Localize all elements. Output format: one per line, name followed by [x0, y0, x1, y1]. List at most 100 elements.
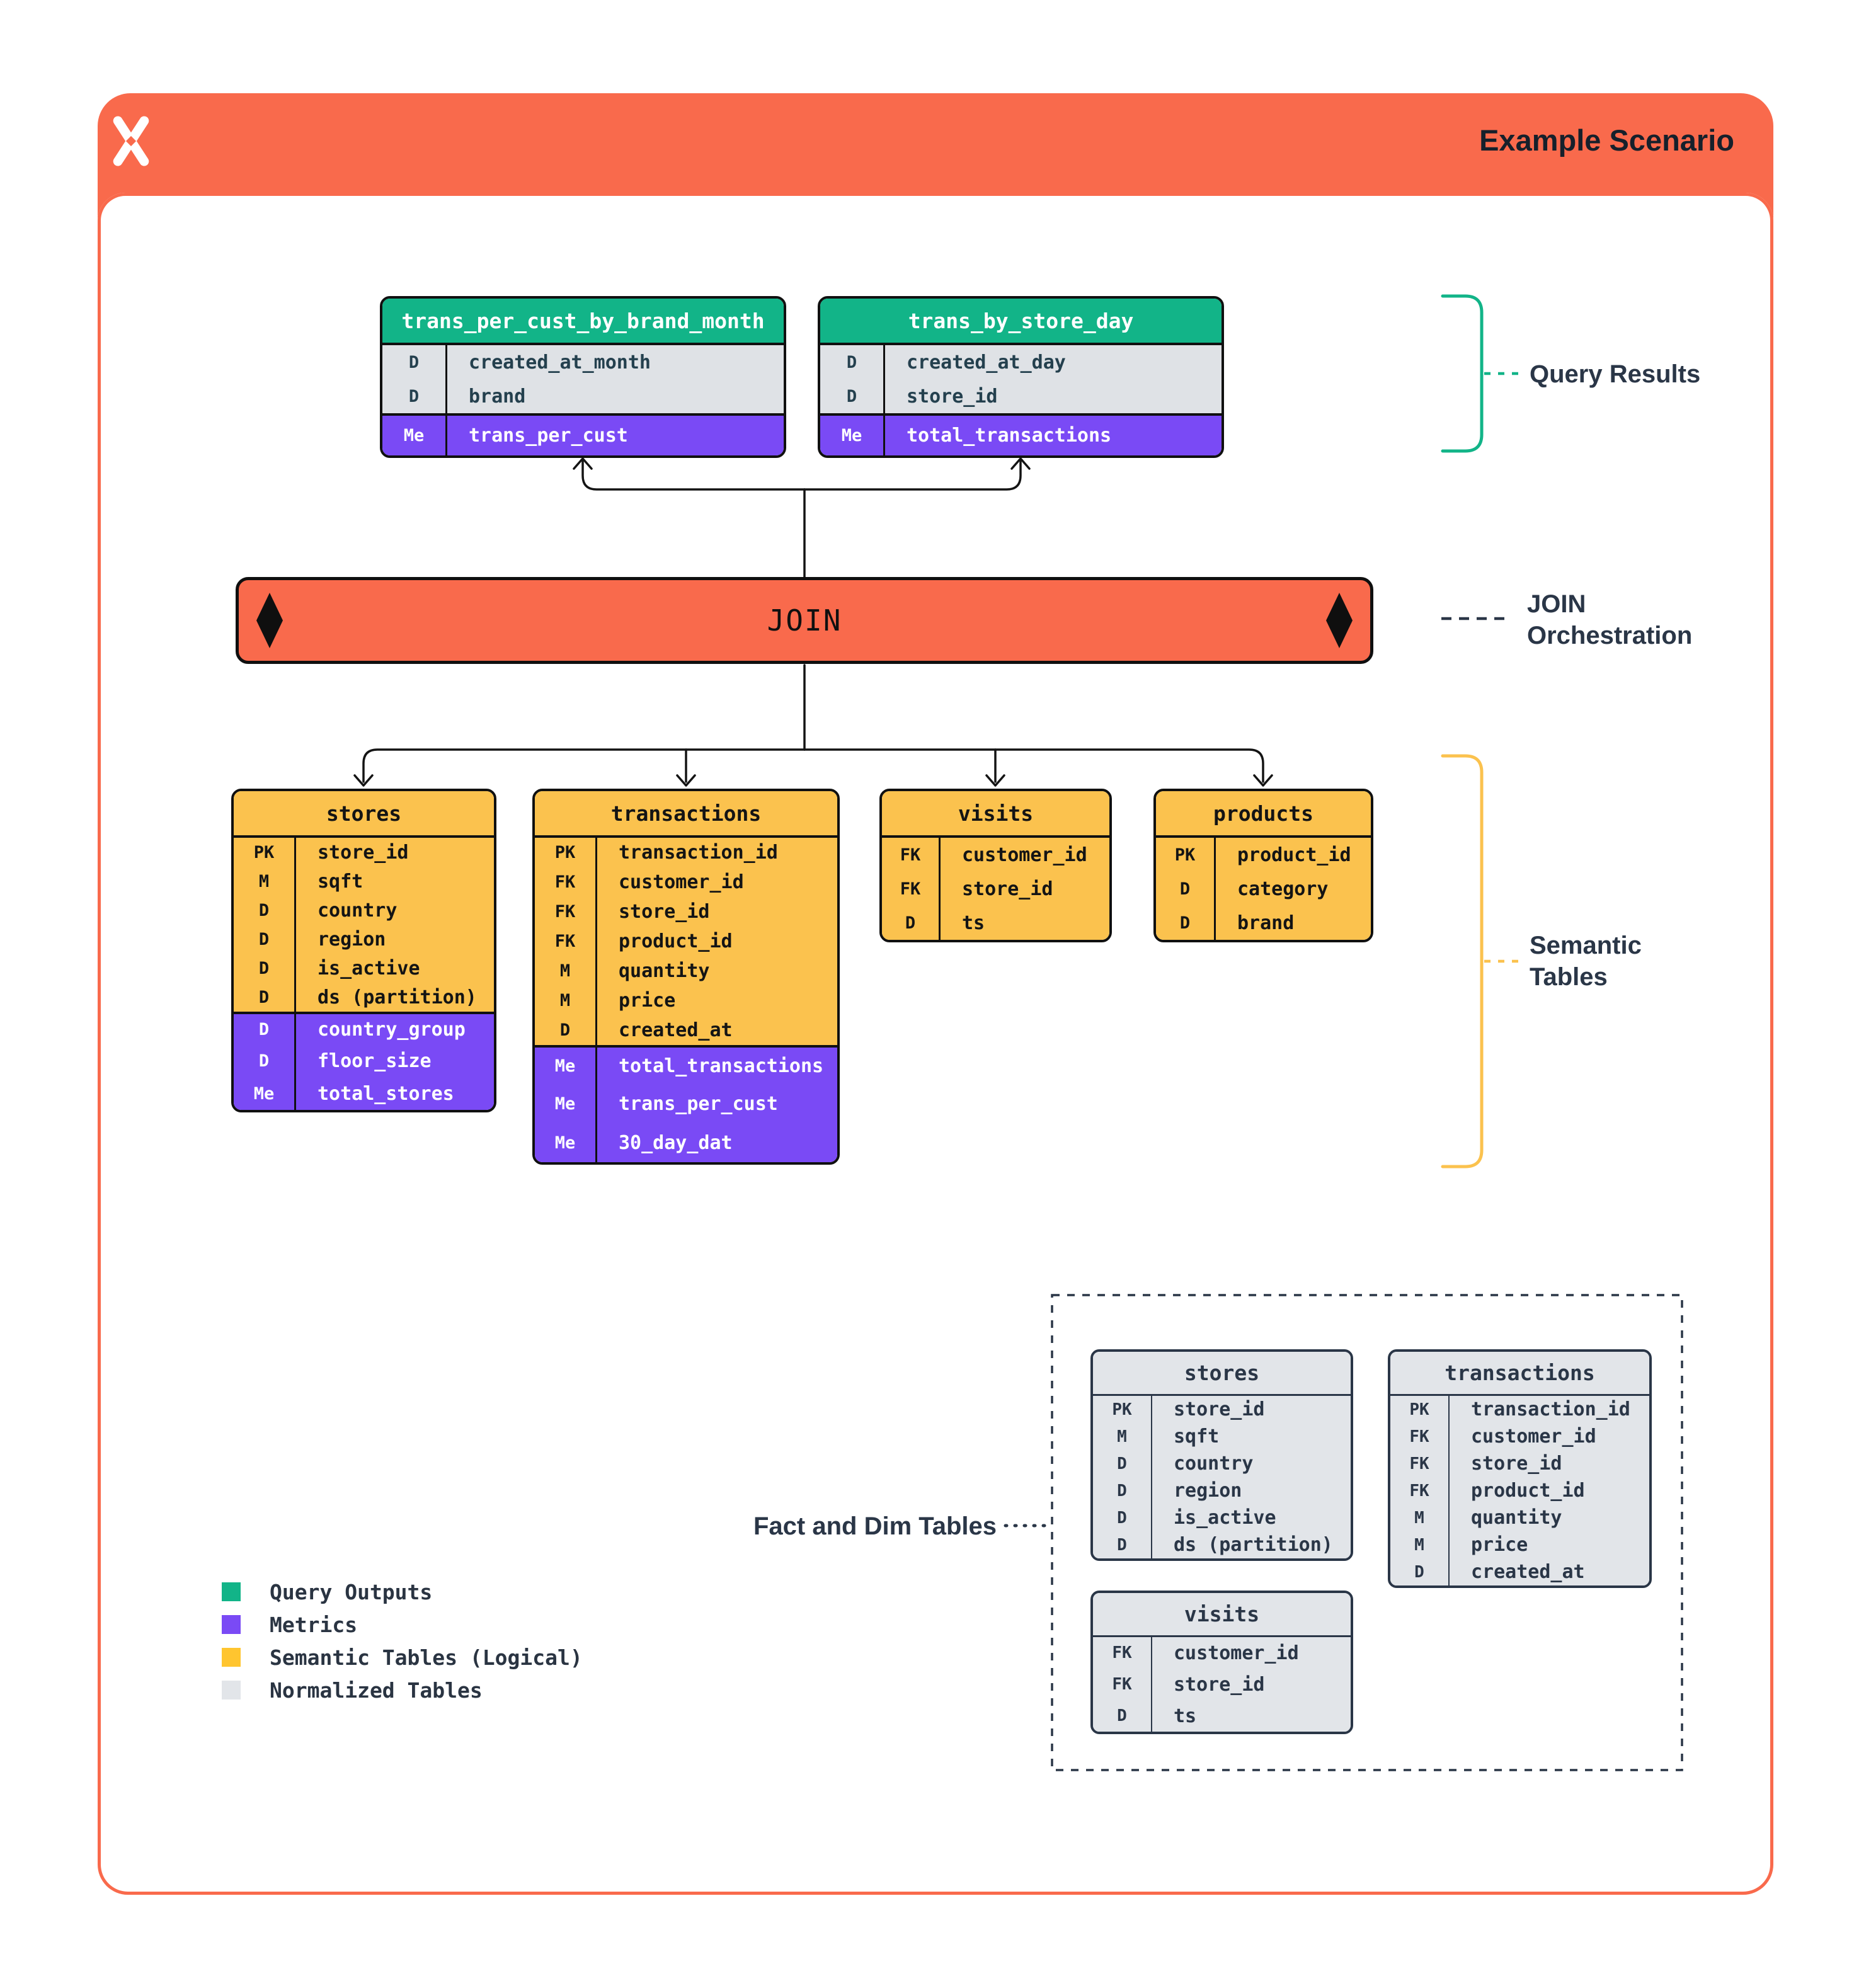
row-key: M	[535, 956, 597, 986]
row-field: created_at	[619, 1019, 733, 1041]
row-field: store_id	[962, 877, 1053, 900]
label-join-orchestration-line2: Orchestration	[1527, 622, 1693, 649]
row-key: PK	[1390, 1396, 1450, 1423]
row-key: FK	[1093, 1637, 1152, 1669]
row-field: country	[1174, 1453, 1254, 1475]
row-key: FK	[882, 872, 941, 906]
label-query-results: Query Results	[1530, 360, 1701, 388]
row-key: D	[234, 925, 296, 954]
row-field: created_at_month	[469, 351, 651, 374]
table-row: PK store_id	[1093, 1396, 1351, 1423]
row-key: M	[1390, 1531, 1450, 1558]
row-field: is_active	[1174, 1507, 1276, 1529]
table-row: PK transaction_id	[1390, 1396, 1649, 1423]
table-row: FK product_id	[535, 927, 837, 956]
table-title: products	[1156, 791, 1371, 838]
row-field: price	[1471, 1534, 1528, 1556]
label-semantic-tables: Semantic Tables	[1530, 930, 1642, 993]
row-key: PK	[1093, 1396, 1152, 1423]
table-row: Me trans_per_cust	[382, 413, 784, 455]
label-join-orchestration: JOIN Orchestration	[1527, 588, 1692, 651]
page-title: Example Scenario	[1479, 123, 1734, 157]
row-key: D	[382, 345, 447, 379]
row-field: category	[1237, 877, 1329, 900]
row-key: Me	[382, 416, 447, 455]
row-key: FK	[1390, 1450, 1450, 1477]
row-field: trans_per_cust	[469, 425, 628, 447]
table-row: FK customer_id	[535, 867, 837, 897]
legend-swatch	[222, 1582, 241, 1601]
row-key: FK	[535, 867, 597, 897]
row-key: M	[1093, 1423, 1152, 1450]
row-key: D	[382, 379, 447, 413]
row-field: is_active	[318, 957, 420, 980]
row-key: D	[1156, 906, 1216, 940]
row-key: D	[1093, 1450, 1152, 1477]
table-title: visits	[1093, 1593, 1351, 1637]
legend-item: Query Outputs	[222, 1579, 583, 1604]
table-title: stores	[1093, 1352, 1351, 1396]
row-key: D	[1093, 1531, 1152, 1558]
row-key: FK	[1390, 1477, 1450, 1504]
legend-item: Normalized Tables	[222, 1678, 583, 1703]
table-title: visits	[882, 791, 1109, 838]
legend-swatch	[222, 1648, 241, 1667]
row-field: customer_id	[619, 871, 744, 893]
row-key: M	[1390, 1504, 1450, 1531]
row-key: D	[535, 1015, 597, 1045]
label-fact-dim-tables: Fact and Dim Tables	[753, 1512, 997, 1540]
row-field: floor_size	[318, 1049, 432, 1072]
row-key: FK	[535, 927, 597, 956]
diamond-icon	[1326, 593, 1353, 648]
row-field: price	[619, 990, 676, 1012]
row-key: Me	[535, 1048, 597, 1084]
row-field: ts	[1174, 1705, 1197, 1727]
row-key: Me	[535, 1123, 597, 1162]
row-field: ts	[962, 911, 985, 934]
row-field: transaction_id	[619, 842, 778, 864]
legend-item: Semantic Tables (Logical)	[222, 1645, 583, 1670]
join-bar: JOIN	[236, 577, 1373, 664]
row-key: D	[1390, 1558, 1450, 1585]
legend-label: Query Outputs	[270, 1579, 433, 1604]
row-field: transaction_id	[1471, 1398, 1630, 1420]
row-key: D	[234, 983, 296, 1012]
row-field: store_id	[907, 385, 998, 408]
row-field: product_id	[619, 930, 733, 952]
table-row: FK store_id	[882, 872, 1109, 906]
row-key: D	[1093, 1477, 1152, 1504]
label-semantic-tables-line1: Semantic	[1530, 932, 1642, 959]
row-key: D	[1156, 872, 1216, 906]
row-key: Me	[234, 1077, 296, 1110]
row-field: store_id	[1174, 1398, 1265, 1420]
row-field: created_at	[1471, 1561, 1585, 1583]
row-key: Me	[820, 416, 885, 455]
